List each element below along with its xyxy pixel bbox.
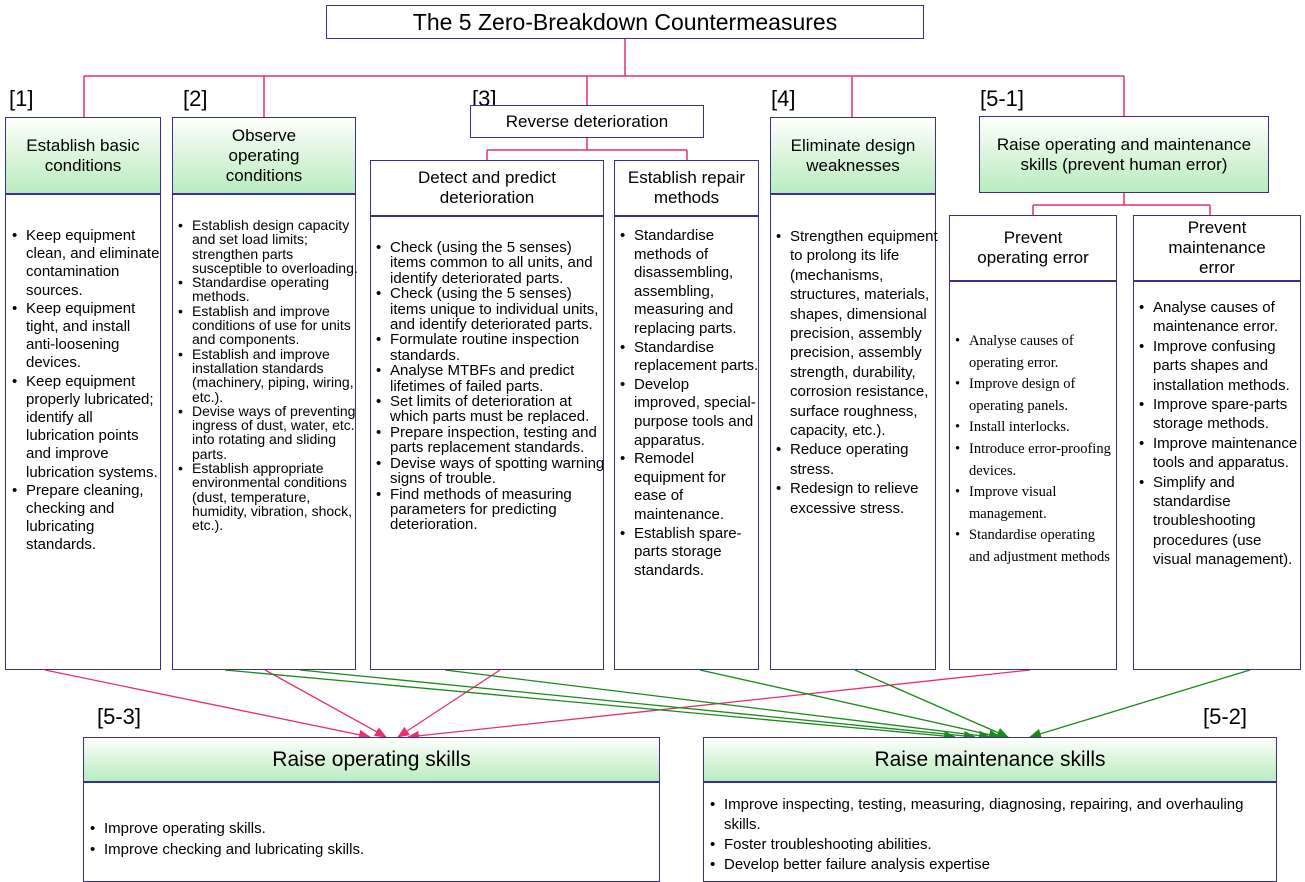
list-item: Devise ways of preventing ingress of dus… bbox=[174, 404, 358, 461]
list-item: Keep equipment clean, and eliminate cont… bbox=[8, 227, 161, 300]
list-item: Strengthen equipment to prolong its life… bbox=[772, 227, 938, 440]
header-observe-operating-conditions: Observe operating conditions bbox=[172, 117, 356, 194]
list-detect-predict-deterioration: Check (using the 5 senses) items common … bbox=[372, 240, 606, 533]
list-item: Improve operating skills. bbox=[86, 818, 646, 839]
list-item: Keep equipment tight, and install anti-l… bbox=[8, 300, 161, 373]
diagram-title: The 5 Zero-Breakdown Countermeasures bbox=[326, 5, 924, 39]
list-item: Establish and improve conditions of use … bbox=[174, 304, 358, 347]
list-item: Find methods of measuring parameters for… bbox=[372, 486, 606, 533]
list-observe-operating-conditions: Establish design capacity and set load l… bbox=[174, 218, 358, 533]
list-raise-operating-skills: Improve operating skills. Improve checki… bbox=[86, 818, 646, 860]
header-label: Reverse deterioration bbox=[505, 111, 669, 131]
arrows-to-maintenance bbox=[224, 669, 1251, 741]
list-item: Install interlocks. bbox=[951, 417, 1115, 439]
list-item: Improve spare-parts storage methods. bbox=[1135, 395, 1301, 434]
header-prevent-maintenance-error: Prevent maintenance error bbox=[1133, 215, 1301, 281]
list-item: Check (using the 5 senses) items common … bbox=[372, 240, 606, 286]
list-establish-repair-methods: Standardise methods of disassembling, as… bbox=[616, 227, 759, 580]
list-item: Set limits of deterioration at which par… bbox=[372, 394, 606, 425]
header-eliminate-design-weaknesses: Eliminate design weaknesses bbox=[770, 117, 936, 194]
list-item: Devise ways of spotting warning signs of… bbox=[372, 456, 606, 487]
header-label: Raise maintenance skills bbox=[874, 747, 1106, 771]
list-item: Establish design capacity and set load l… bbox=[174, 218, 358, 275]
header-raise-maintenance-skills: Raise maintenance skills bbox=[703, 737, 1277, 782]
list-item: Improve checking and lubricating skills. bbox=[86, 839, 646, 860]
list-prevent-maintenance-error: Analyse causes of maintenance error. Imp… bbox=[1135, 298, 1301, 570]
list-item: Analyse MTBFs and predict lifetimes of f… bbox=[372, 363, 606, 394]
header-establish-basic-conditions: Establish basic conditions bbox=[5, 117, 161, 194]
section-number-2: [2] bbox=[183, 86, 208, 111]
list-item: Analyse causes of maintenance error. bbox=[1135, 298, 1301, 337]
list-item: Standardise methods of disassembling, as… bbox=[616, 227, 759, 339]
list-item: Establish spare-parts storage standards. bbox=[616, 525, 759, 581]
header-label: Eliminate design weaknesses bbox=[790, 135, 916, 175]
section-number-4: [4] bbox=[771, 86, 796, 111]
list-raise-maintenance-skills: Improve inspecting, testing, measuring, … bbox=[706, 795, 1246, 875]
header-label: Establish basic conditions bbox=[26, 135, 140, 175]
list-eliminate-design-weaknesses: Strengthen equipment to prolong its life… bbox=[772, 227, 938, 518]
header-reverse-deterioration: Reverse deterioration bbox=[470, 105, 704, 138]
list-item: Keep equipment properly lubricated; iden… bbox=[8, 373, 161, 482]
header-label: Prevent operating error bbox=[977, 228, 1089, 267]
list-item: Simplify and standardise troubleshooting… bbox=[1135, 473, 1301, 570]
list-item: Prepare inspection, testing and parts re… bbox=[372, 425, 606, 456]
header-label: Raise operating and maintenance skills (… bbox=[996, 134, 1252, 174]
header-raise-operating-skills: Raise operating skills bbox=[83, 737, 660, 782]
header-label: Establish repair methods bbox=[627, 168, 746, 207]
list-item: Redesign to relieve excessive stress. bbox=[772, 479, 938, 518]
section-number-5-1: [5-1] bbox=[980, 86, 1025, 111]
list-item: Introduce error-proofing devices. bbox=[951, 439, 1115, 482]
header-label: Detect and predict deterioration bbox=[418, 168, 556, 207]
section-number-5-3: [5-3] bbox=[97, 704, 142, 729]
list-prevent-operating-error: Analyse causes of operating error. Impro… bbox=[951, 331, 1115, 569]
list-item: Standardise replacement parts. bbox=[616, 339, 759, 376]
list-item: Standardise operating methods. bbox=[174, 275, 358, 304]
list-item: Improve inspecting, testing, measuring, … bbox=[706, 795, 1246, 835]
arrows-to-operating bbox=[44, 669, 1031, 741]
section-number-5-2: [5-2] bbox=[1203, 704, 1248, 729]
list-item: Establish appropriate environmental cond… bbox=[174, 461, 358, 533]
header-detect-predict-deterioration: Detect and predict deterioration bbox=[370, 160, 604, 216]
section-number-1: [1] bbox=[9, 86, 34, 111]
list-item: Check (using the 5 senses) items unique … bbox=[372, 286, 606, 332]
list-item: Improve visual management. bbox=[951, 482, 1115, 525]
list-item: Remodel equipment for ease of maintenanc… bbox=[616, 450, 759, 524]
list-item: Prepare cleaning, checking and lubricati… bbox=[8, 482, 161, 555]
header-prevent-operating-error: Prevent operating error bbox=[949, 215, 1117, 281]
list-item: Formulate routine inspection standards. bbox=[372, 332, 606, 363]
list-item: Improve maintenance tools and apparatus. bbox=[1135, 434, 1301, 473]
list-item: Improve design of operating panels. bbox=[951, 374, 1115, 417]
header-label: Raise operating skills bbox=[272, 747, 471, 771]
list-item: Establish and improve installation stand… bbox=[174, 346, 358, 404]
header-label: Prevent maintenance error bbox=[1168, 218, 1266, 277]
list-item: Develop better failure analysis expertis… bbox=[706, 855, 1246, 875]
list-item: Develop improved, special-purpose tools … bbox=[616, 376, 759, 450]
list-item: Analyse causes of operating error. bbox=[951, 331, 1115, 374]
header-raise-operating-maintenance-skills: Raise operating and maintenance skills (… bbox=[979, 116, 1269, 193]
list-item: Reduce operating stress. bbox=[772, 440, 938, 479]
header-label: Observe operating conditions bbox=[225, 125, 303, 185]
list-establish-basic-conditions: Keep equipment clean, and eliminate cont… bbox=[8, 227, 161, 555]
list-item: Improve confusing parts shapes and insta… bbox=[1135, 337, 1301, 395]
header-establish-repair-methods: Establish repair methods bbox=[614, 160, 759, 216]
list-item: Standardise operating and adjustment met… bbox=[951, 525, 1115, 568]
list-item: Foster troubleshooting abilities. bbox=[706, 835, 1246, 855]
